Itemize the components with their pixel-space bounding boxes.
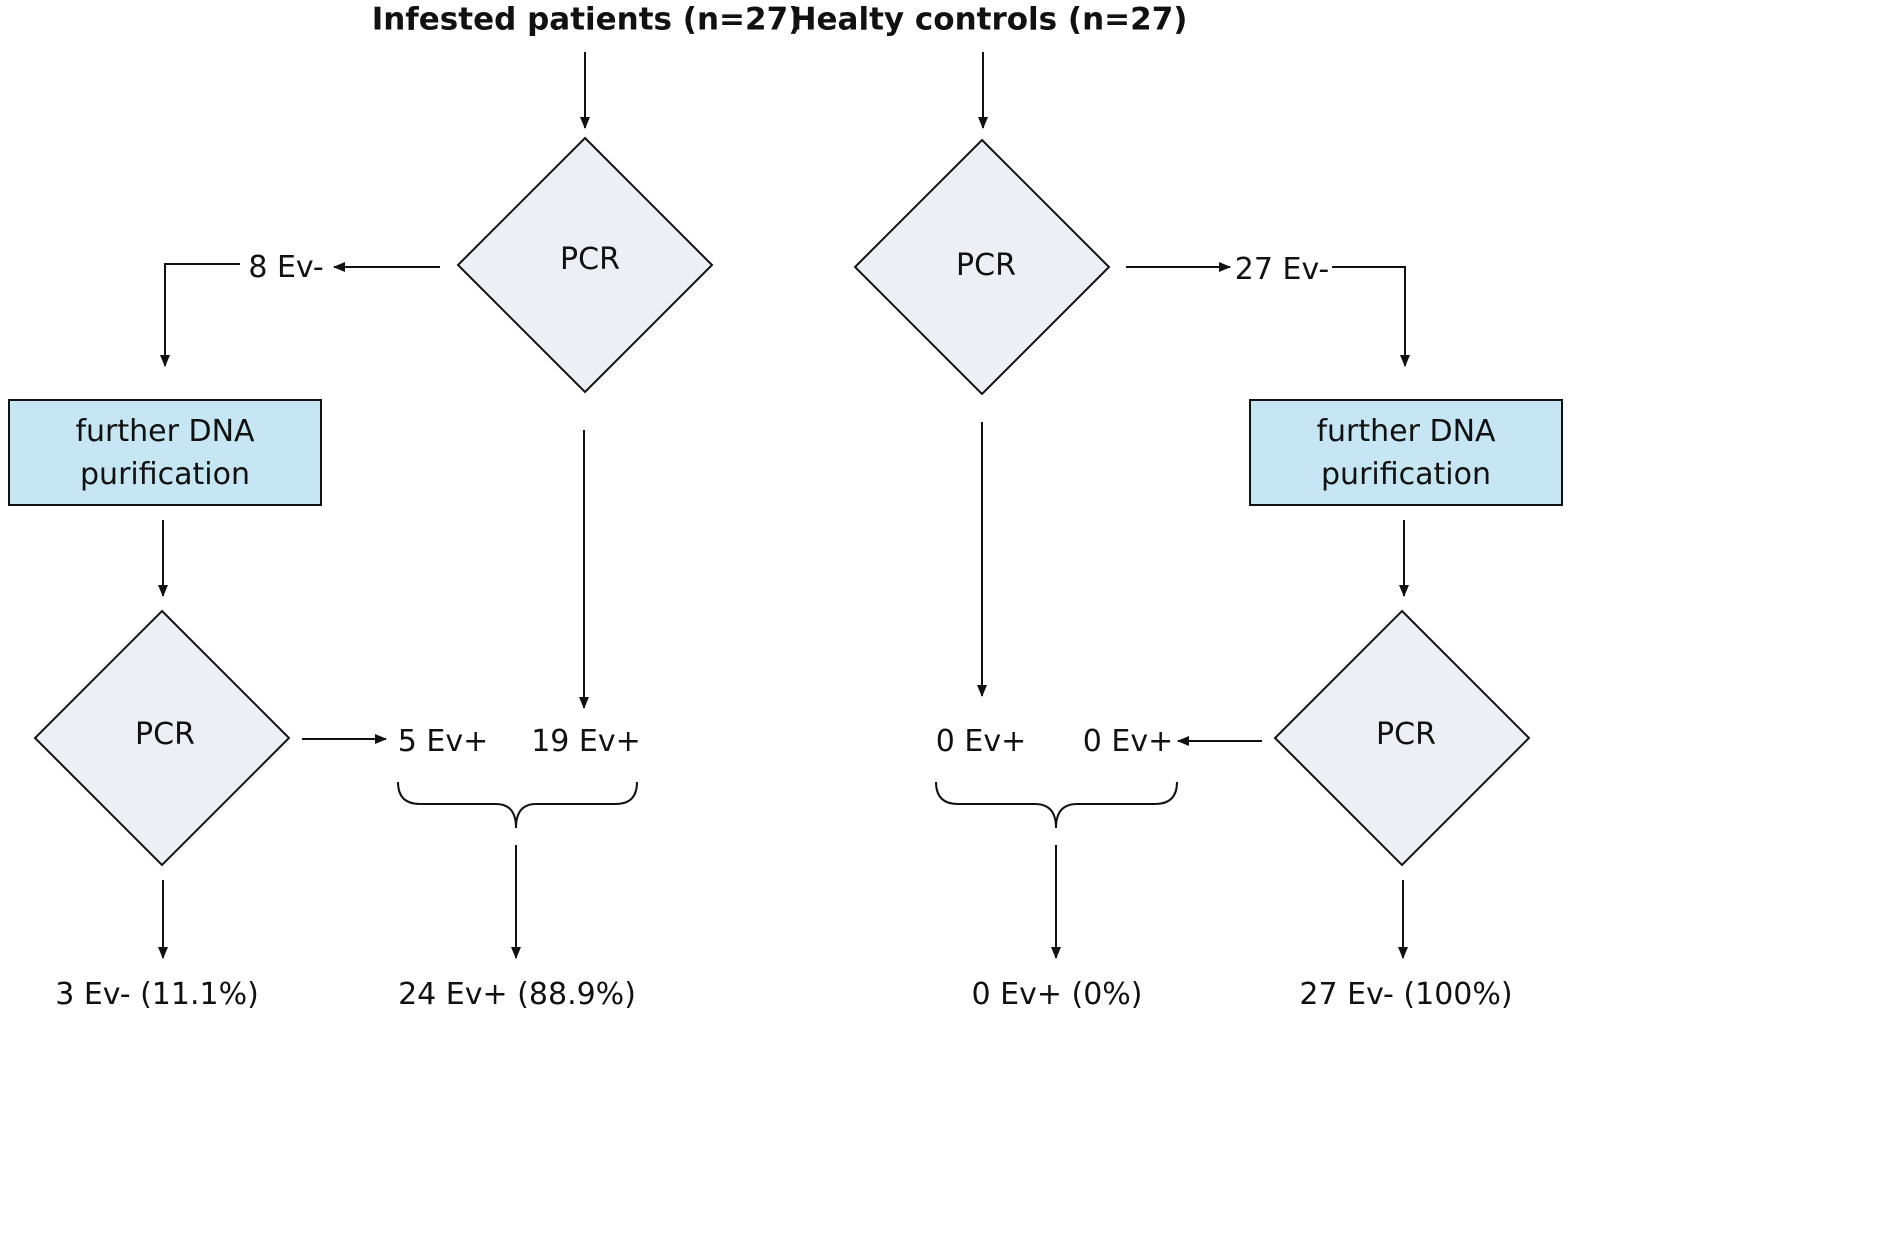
purification-line1: further DNA <box>1316 414 1496 449</box>
arrow-27ev-to-purification <box>1332 266 1410 367</box>
purification-box-controls <box>1249 399 1563 506</box>
brace-infested <box>397 781 638 829</box>
header-healthy-controls: Healty controls (n=27) <box>790 1 1188 38</box>
result-19-ev-pos: 19 Ev+ <box>531 724 641 759</box>
result-24-ev-pos-total: 24 Ev+ (88.9%) <box>398 977 636 1012</box>
header-infested-patients: Infested patients (n=27) <box>371 1 803 38</box>
purification-line2: purification <box>80 457 250 492</box>
arrow-8ev-to-purification <box>160 263 240 367</box>
purification-box-infested <box>8 399 322 506</box>
result-0-ev-pos-total: 0 Ev+ (0%) <box>971 977 1143 1012</box>
pcr-diamond-controls-2 <box>1273 609 1531 867</box>
pcr-label-infested-2: PCR <box>135 717 195 752</box>
result-27-ev-neg-final: 27 Ev- (100%) <box>1299 977 1513 1012</box>
result-3-ev-neg-final: 3 Ev- (11.1%) <box>55 977 259 1012</box>
result-0-ev-pos-purified: 0 Ev+ <box>1082 724 1174 759</box>
flowchart-canvas <box>8 52 1563 959</box>
brace-controls <box>935 781 1178 829</box>
pcr-diamond-infested-1 <box>456 136 714 394</box>
pcr-diamond-infested-2 <box>33 609 291 867</box>
result-27-ev-neg: 27 Ev- <box>1234 252 1330 287</box>
pcr-label-controls-1: PCR <box>956 248 1016 283</box>
purification-label-controls: further DNA purification <box>1316 410 1495 496</box>
pcr-diamond-controls-1 <box>853 138 1111 396</box>
purification-label-infested: further DNA purification <box>75 410 254 496</box>
result-8-ev-neg: 8 Ev- <box>248 250 324 285</box>
pcr-label-controls-2: PCR <box>1376 717 1436 752</box>
pcr-label-infested-1: PCR <box>560 242 620 277</box>
purification-line1: further DNA <box>75 414 255 449</box>
result-5-ev-pos: 5 Ev+ <box>397 724 489 759</box>
result-0-ev-pos-first: 0 Ev+ <box>935 724 1027 759</box>
purification-line2: purification <box>1321 457 1491 492</box>
